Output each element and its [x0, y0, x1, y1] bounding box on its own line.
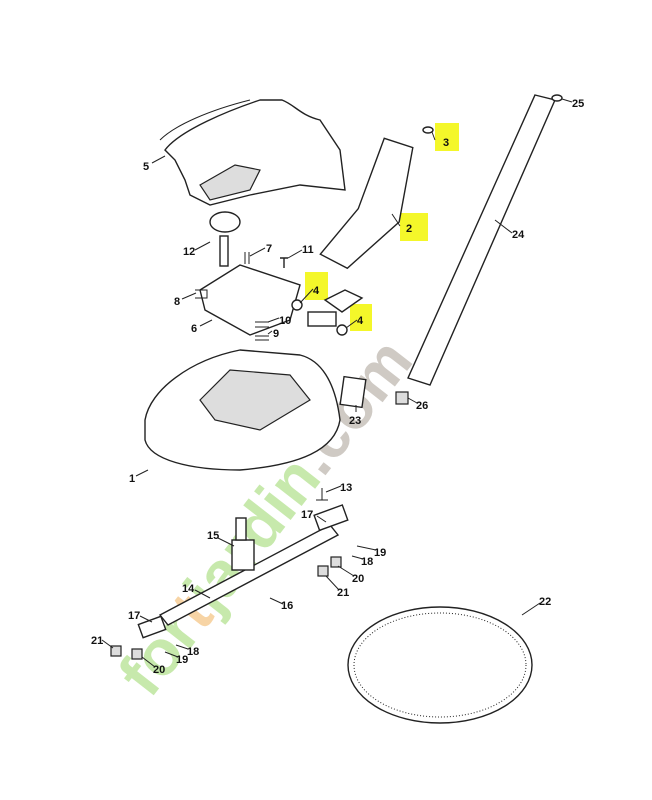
part-labels: 5 12 7 11 8 6 10 9 3 2 4 4 24 25 26 23 1… [91, 98, 584, 676]
label-25: 25 [572, 98, 584, 110]
label-2: 2 [406, 223, 412, 235]
label-21b: 21 [91, 635, 103, 647]
highlight-2 [400, 213, 428, 241]
part-label-23 [339, 375, 367, 409]
part-brush-bristles [353, 612, 527, 718]
part-clip-8 [195, 289, 208, 299]
leader-lines [101, 98, 573, 668]
part-plate [199, 264, 301, 336]
part-nozzle-stem [235, 517, 247, 541]
label-16: 16 [281, 600, 293, 612]
label-26: 26 [416, 400, 428, 412]
label-7: 7 [266, 243, 272, 255]
part-spray-arm [158, 524, 340, 626]
label-20a: 20 [352, 573, 364, 585]
part-screw-13 [316, 488, 328, 501]
highlight-4a [305, 272, 328, 300]
part-nozzle-15 [231, 539, 255, 571]
part-cover-handle [159, 99, 346, 206]
label-3: 3 [443, 137, 449, 149]
label-17b: 17 [128, 610, 140, 622]
part-elbow-17a [313, 504, 349, 532]
part-nozzle-20a [330, 556, 342, 568]
label-10: 10 [279, 315, 291, 327]
label-4a: 4 [313, 285, 320, 297]
label-21a: 21 [337, 587, 349, 599]
label-6: 6 [191, 323, 197, 335]
label-8: 8 [174, 296, 180, 308]
label-23: 23 [349, 415, 361, 427]
label-15: 15 [207, 530, 219, 542]
label-4b: 4 [357, 315, 364, 327]
part-connector [323, 289, 364, 313]
label-5: 5 [143, 161, 149, 173]
label-19b: 19 [176, 654, 188, 666]
part-pin [219, 235, 229, 267]
part-oring-4b [336, 324, 348, 336]
part-nozzle-20b [131, 648, 143, 660]
part-screw-11 [280, 257, 288, 268]
part-oring-25 [551, 94, 563, 102]
label-13: 13 [340, 482, 352, 494]
label-12: 12 [183, 246, 195, 258]
part-oring-4a [291, 299, 303, 311]
part-tube-24 [407, 94, 556, 386]
part-nozzle-21a [317, 565, 329, 577]
part-housing-recess [199, 369, 311, 431]
part-nozzle-21b [110, 645, 122, 657]
part-brush-ring [347, 606, 533, 724]
highlight-4b [350, 304, 372, 331]
part-filter-26 [395, 391, 409, 405]
label-1: 1 [129, 473, 135, 485]
label-18b: 18 [187, 646, 199, 658]
label-11: 11 [302, 244, 314, 256]
label-9: 9 [273, 328, 279, 340]
part-clips-9-10 [255, 321, 269, 341]
part-clip-7 [244, 252, 250, 264]
part-oring-3 [422, 126, 434, 134]
highlight-3 [435, 123, 459, 151]
part-elbow [307, 311, 337, 327]
part-knob [209, 211, 241, 233]
label-17a: 17 [301, 509, 313, 521]
label-18a: 18 [361, 556, 373, 568]
label-14: 14 [182, 583, 195, 595]
label-22: 22 [539, 596, 551, 608]
part-tube-2 [319, 137, 414, 270]
label-24: 24 [512, 229, 525, 241]
label-20b: 20 [153, 664, 165, 676]
label-19a: 19 [374, 547, 386, 559]
